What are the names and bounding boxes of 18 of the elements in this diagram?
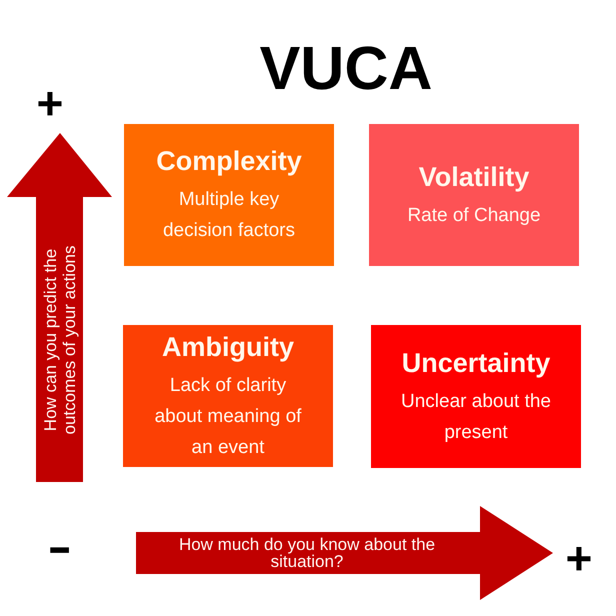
axis-label: How much do you know about the situation? (178, 536, 436, 570)
quadrant-box (124, 124, 334, 266)
quadrant-title: Complexity (156, 145, 302, 178)
quadrant-description: Lack of clarity about meaning of an event (154, 374, 302, 460)
quadrant-description: Unclear about the present (400, 390, 552, 444)
axis-end-label: + (36, 80, 64, 126)
quadrant-box (371, 325, 581, 468)
quadrant-box (123, 325, 333, 467)
axis-label: How can you predict the outcomes of your actions (41, 244, 79, 436)
quadrant-title: Ambiguity (162, 330, 294, 364)
axis-end-label: + (566, 535, 592, 581)
quadrant-description: Rate of Change (407, 204, 541, 228)
quadrant-box (369, 124, 579, 266)
quadrant-title: Uncertainty (402, 346, 550, 380)
quadrant-title: Volatility (418, 160, 530, 194)
title: VUCA (260, 38, 432, 99)
quadrant-description: Multiple key decision factors (162, 188, 296, 243)
axis-end-label: - (46, 523, 72, 569)
